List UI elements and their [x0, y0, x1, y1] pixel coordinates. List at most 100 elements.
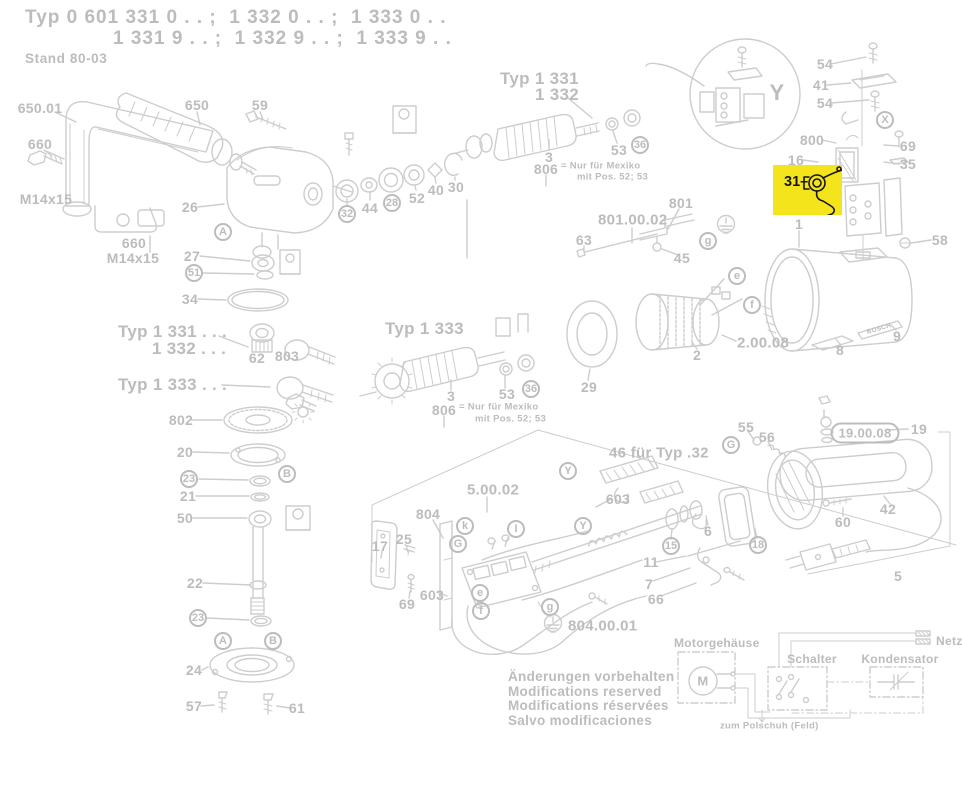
part-label-802: 802	[168, 412, 194, 428]
circled-ref-36: 36	[522, 380, 540, 398]
part-label-1: 1	[794, 216, 804, 232]
part-label-61: 61	[288, 700, 306, 716]
part-label-Y: Y	[769, 80, 785, 105]
circled-ref-G: G	[722, 436, 740, 454]
part-label-8: 8	[835, 342, 845, 358]
part-label-804.00.01: 804.00.01	[568, 617, 638, 635]
part-label-54: 54	[816, 56, 834, 72]
circled-ref-g: g	[541, 598, 559, 616]
modifications-note-line: Änderungen vorbehalten	[508, 669, 675, 684]
part-label-40: 40	[427, 182, 445, 198]
part-label-19.00.08: 19.00.08	[830, 422, 900, 444]
part-label-650: 650	[184, 97, 210, 113]
part-label-29: 29	[580, 379, 598, 395]
part-label-27: 27	[183, 248, 201, 264]
stator-drawing	[635, 278, 743, 351]
modifications-note-line: Modifications reserved	[508, 683, 662, 699]
circled-ref-X: X	[876, 111, 894, 129]
highlighted-part-31[interactable]: 31–	[773, 165, 843, 217]
part-label-801.00.02: 801.00.02	[598, 211, 668, 229]
circled-ref-G: G	[449, 535, 467, 553]
part-label-55: 55	[737, 419, 755, 435]
part-label-2.00.08: 2.00.08	[737, 334, 790, 352]
part-label-603: 603	[419, 587, 445, 603]
part-label-1-332: 1 332	[535, 85, 580, 104]
part-label-7: 7	[644, 576, 654, 592]
circuit-diagram-drawing	[677, 630, 931, 723]
part-label-41: 41	[812, 77, 830, 93]
armature-1331-drawing	[451, 109, 641, 162]
circled-ref-k: k	[456, 517, 474, 535]
part-label-17: 17	[371, 538, 389, 554]
circled-ref-f: f	[472, 602, 490, 620]
circled-ref-Y: Y	[559, 462, 577, 480]
part-label-2: 2	[692, 347, 702, 363]
sheet-header: Typ 0 601 331 0 . . ; 1 332 0 . . ; 1 33…	[25, 7, 452, 67]
part-label-660: 660	[27, 136, 53, 152]
part-label-54: 54	[816, 95, 834, 111]
part-label-58: 58	[931, 232, 949, 248]
part-label-62: 62	[248, 350, 266, 366]
small-bracket-icons	[279, 105, 529, 531]
part-label-46-f-r-Typ-.32: 46 für Typ .32	[609, 444, 709, 462]
part-label-M: M	[697, 673, 709, 689]
part-label-26: 26	[181, 199, 199, 215]
part-label-63: 63	[575, 232, 593, 248]
circled-ref-f: f	[743, 296, 761, 314]
part-label-19: 19	[910, 421, 928, 437]
part-label-30: 30	[447, 179, 465, 195]
part-label-53: 53	[498, 386, 516, 402]
part-label-25: 25	[395, 531, 413, 547]
highlighted-part-label: 31–	[784, 174, 809, 190]
circled-ref-23: 23	[180, 470, 198, 488]
circled-ref-36: 36	[631, 136, 649, 154]
brush-holder-drawing	[835, 42, 909, 261]
circled-ref-A: A	[214, 632, 232, 650]
part-label-52: 52	[408, 190, 426, 206]
part-label-mit-Pos.-52-53: mit Pos. 52; 53	[475, 413, 547, 425]
circled-ref-B: B	[264, 632, 282, 650]
detail-circle-y-drawing	[645, 38, 801, 150]
part-label-M14x15: M14x15	[19, 191, 73, 207]
part-label-M14x15: M14x15	[106, 250, 160, 266]
leader-lines	[43, 56, 932, 709]
screw-59-drawing	[245, 110, 287, 130]
armature-1333-drawing	[359, 346, 535, 405]
circled-ref-51: 51	[185, 264, 203, 282]
circled-ref-32: 32	[338, 205, 356, 223]
circled-ref-28: 28	[383, 194, 401, 212]
circled-ref-Y: Y	[574, 517, 592, 535]
part-label-66: 66	[647, 591, 665, 607]
circled-ref-A: A	[214, 223, 232, 241]
part-label--Nur-f-r-Mexiko: = Nur für Mexiko	[459, 401, 539, 413]
gear-head-drawing	[226, 146, 353, 250]
part-label-Typ-1-331: Typ 1 331	[500, 69, 579, 88]
washer-row-drawing	[335, 152, 468, 259]
part-label-69: 69	[398, 596, 416, 612]
part-label-44: 44	[361, 200, 379, 216]
part-label-804: 804	[415, 506, 441, 522]
part-label-Motorgeh-use: Motorgehäuse	[674, 636, 760, 650]
circled-ref-e: e	[471, 584, 489, 602]
part-label-Schalter: Schalter	[787, 652, 837, 666]
part-label-800: 800	[799, 132, 825, 148]
part-label-11: 11	[643, 554, 659, 570]
part-label-603: 603	[605, 491, 631, 507]
part-label-Kondensator: Kondensator	[861, 652, 939, 666]
part-label-660: 660	[121, 235, 147, 251]
part-label-zum-Polschuh-Feld-: zum Polschuh (Feld)	[720, 720, 819, 732]
spindle-stack-drawing	[209, 245, 336, 715]
ring-29-drawing	[566, 300, 618, 368]
part-label-21: 21	[179, 488, 197, 504]
modifications-note-line: Modifications réservées	[508, 698, 669, 713]
part-label-57: 57	[185, 698, 203, 714]
part-label-53: 53	[610, 142, 628, 158]
part-label-6: 6	[703, 523, 713, 539]
part-label-1-332-.-.-.: 1 332 . . .	[152, 339, 227, 358]
circled-ref-15: 15	[662, 537, 680, 555]
modifications-note-line: Salvo modificaciones	[508, 712, 653, 728]
part-label-35: 35	[899, 156, 917, 172]
part-label-803: 803	[274, 348, 300, 364]
part-label-56: 56	[758, 429, 776, 445]
